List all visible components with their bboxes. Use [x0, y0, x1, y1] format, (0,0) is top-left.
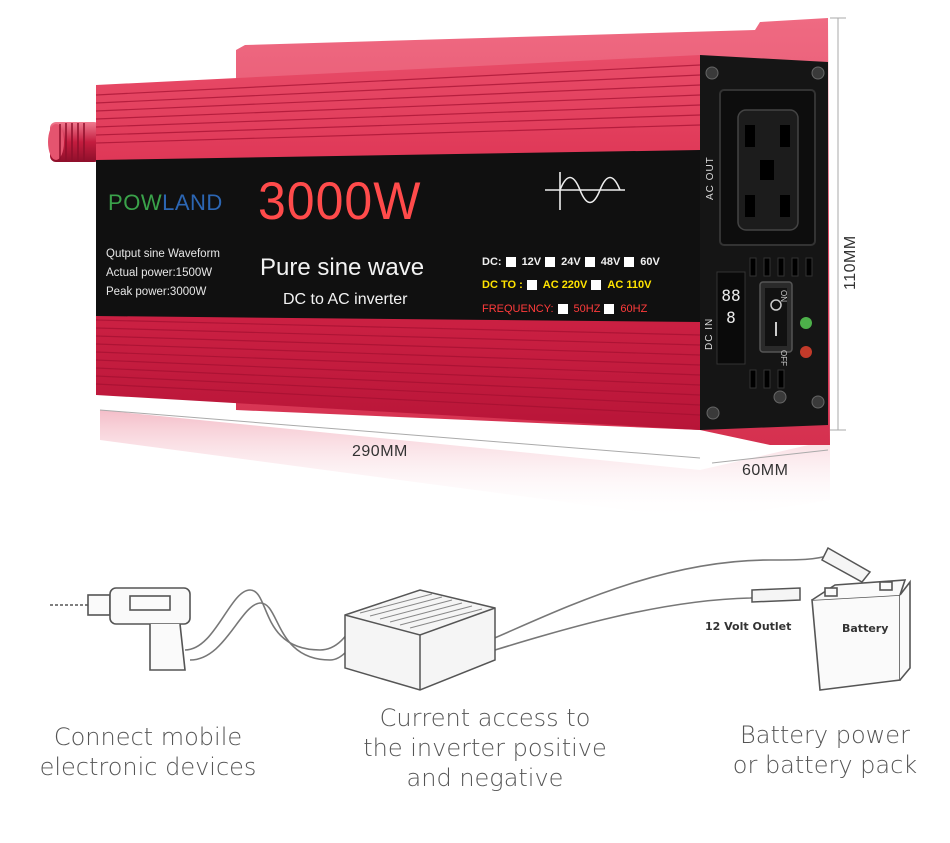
terminal-knob	[48, 122, 100, 162]
length-dimension: 290MM	[352, 443, 408, 460]
spec-peak-power: Peak power:3000W	[106, 286, 207, 298]
mini-inverter-drawing	[344, 589, 496, 691]
cooling-fins	[95, 64, 701, 416]
checkbox-48v	[584, 257, 595, 267]
ac-outlet-socket	[719, 89, 816, 246]
panel-screws	[705, 66, 825, 420]
dc-label: DC:	[482, 256, 502, 268]
checkbox-ac110	[591, 280, 602, 290]
spec-waveform: Qutput sine Waveform	[106, 248, 220, 260]
caption-battery-line1: Battery power	[740, 721, 910, 749]
freq-50hz: 50HZ	[573, 303, 601, 315]
width-dimension: 60MM	[742, 462, 789, 479]
caption-inverter-line3: and negative	[406, 764, 564, 792]
caption-devices-line2: electronic devices	[39, 753, 257, 781]
checkbox-12v	[505, 257, 516, 267]
switch-off-label: OFF	[779, 350, 788, 366]
outlet-label: 12 Volt Outlet	[705, 620, 792, 633]
dc-12v: 12V	[521, 256, 542, 268]
battery-clamps	[751, 546, 872, 603]
checkbox-60v	[624, 257, 635, 267]
checkbox-ac220	[526, 280, 537, 290]
vent-slots	[749, 257, 813, 389]
frequency-row: FREQUENCY: 50HZ 60HZ	[482, 303, 647, 315]
switch-on-label: ON	[779, 290, 788, 302]
dc-to-label: DC TO :	[482, 279, 523, 291]
brand-prefix: P	[108, 190, 124, 215]
led-digits: 888	[721, 286, 741, 327]
spec-actual-power: Actual power:1500W	[106, 267, 213, 279]
drill-drawing	[50, 587, 191, 671]
dc-48v: 48V	[600, 256, 621, 268]
front-label	[96, 150, 700, 322]
sine-wave-icon	[545, 172, 625, 210]
brand-w: W	[140, 190, 163, 215]
caption-inverter-line1: Current access to	[379, 704, 591, 732]
wattage-title: 3000W	[258, 171, 422, 231]
dc-to-ac-text: DC to AC inverter	[283, 291, 408, 308]
pure-sine-wave-text: Pure sine wave	[260, 254, 425, 281]
caption-inverter: Current access to the inverter positive …	[340, 703, 630, 793]
floor-reflection	[100, 410, 830, 520]
brand-logo: POWLAND	[108, 190, 223, 216]
checkbox-60hz	[604, 304, 615, 314]
caption-devices: Connect mobile electronic devices	[18, 722, 278, 782]
brand-o: O	[123, 190, 141, 215]
voltage-display	[716, 271, 746, 365]
checkbox-24v	[545, 257, 556, 267]
caption-battery: Battery power or battery pack	[715, 720, 935, 780]
freq-60hz: 60HZ	[620, 303, 648, 315]
dc-voltage-row: DC: 12V 24V 48V 60V	[482, 256, 660, 268]
green-led	[800, 317, 812, 329]
ac-110v: AC 110V	[607, 279, 652, 291]
frequency-label: FREQUENCY:	[482, 303, 554, 315]
battery-drawing	[811, 579, 911, 691]
caption-battery-line2: or battery pack	[732, 751, 918, 779]
power-switch	[759, 281, 793, 353]
red-led	[800, 346, 812, 358]
dc-60v: 60V	[640, 256, 660, 268]
cable-drawing	[184, 554, 831, 661]
spec-list: Qutput sine Waveform Actual power:1500W …	[106, 245, 220, 302]
ac-out-label: AC OUT	[705, 156, 716, 200]
dc-to-row: DC TO : AC 220V AC 110V	[482, 279, 651, 291]
ac-220v: AC 220V	[542, 279, 588, 291]
height-dimension: 110MM	[842, 235, 859, 290]
dc-24v: 24V	[561, 256, 581, 268]
brand-suffix: LAND	[162, 190, 223, 215]
checkbox-50hz	[557, 304, 568, 314]
caption-inverter-line2: the inverter positive	[363, 734, 607, 762]
battery-label: Battery	[842, 622, 889, 635]
caption-devices-line1: Connect mobile	[53, 723, 243, 751]
dc-in-label: DC IN	[704, 317, 715, 350]
dimension-lines	[99, 17, 846, 464]
